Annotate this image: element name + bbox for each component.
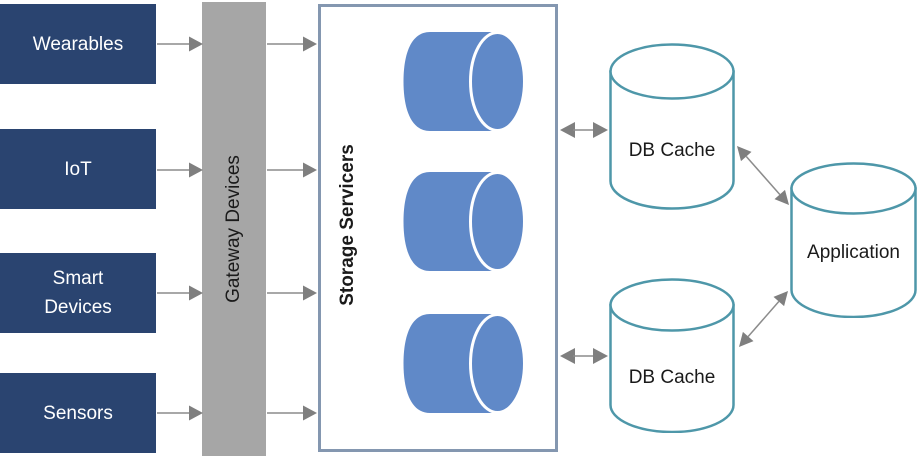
double-arrow-storage-to-dbcache-2 xyxy=(560,348,608,364)
arrow-gateway-to-storage-4 xyxy=(267,405,317,421)
storage-servers-label: Storage Servicers xyxy=(337,144,358,306)
wearables-label: Wearables xyxy=(32,33,124,55)
source-box-smart-devices: Smart Devices xyxy=(0,253,156,333)
source-box-sensors: Sensors xyxy=(0,373,156,453)
arrow-gateway-to-storage-1 xyxy=(267,36,317,52)
db-cache-cylinder-2: DB Cache xyxy=(609,278,735,434)
db-cache-label-1: DB Cache xyxy=(628,140,716,161)
iot-label: IoT xyxy=(64,158,92,180)
double-arrow-dbcache2-to-application xyxy=(739,291,788,347)
db-cylinder-icon xyxy=(609,278,735,434)
db-cylinder-icon xyxy=(609,43,735,210)
double-arrow-dbcache1-to-application xyxy=(737,146,789,205)
arrow-smart-devices-to-gateway xyxy=(157,285,203,301)
sensors-label: Sensors xyxy=(43,402,113,424)
gateway-devices-bar xyxy=(202,2,266,456)
db-cache-cylinder-1: DB Cache xyxy=(609,43,735,210)
arrow-gateway-to-storage-3 xyxy=(267,285,317,301)
smart-devices-label: Smart Devices xyxy=(44,268,112,318)
arrow-sensors-to-gateway xyxy=(157,405,203,421)
application-label: Application xyxy=(807,242,900,263)
source-box-wearables: Wearables xyxy=(0,4,156,84)
arrow-gateway-to-storage-2 xyxy=(267,162,317,178)
source-box-iot: IoT xyxy=(0,129,156,209)
arrow-iot-to-gateway xyxy=(157,162,203,178)
application-cylinder: Application xyxy=(790,162,917,319)
arrow-wearables-to-gateway xyxy=(157,36,203,52)
db-cylinder-icon xyxy=(790,162,917,319)
storage-cylinder-3 xyxy=(403,313,526,414)
gateway-devices-label: Gateway Devices xyxy=(223,155,244,303)
db-cache-label-2: DB Cache xyxy=(628,367,716,388)
double-arrow-storage-to-dbcache-1 xyxy=(560,122,608,138)
storage-cylinder-2 xyxy=(403,171,526,272)
storage-cylinder-1 xyxy=(403,31,526,132)
